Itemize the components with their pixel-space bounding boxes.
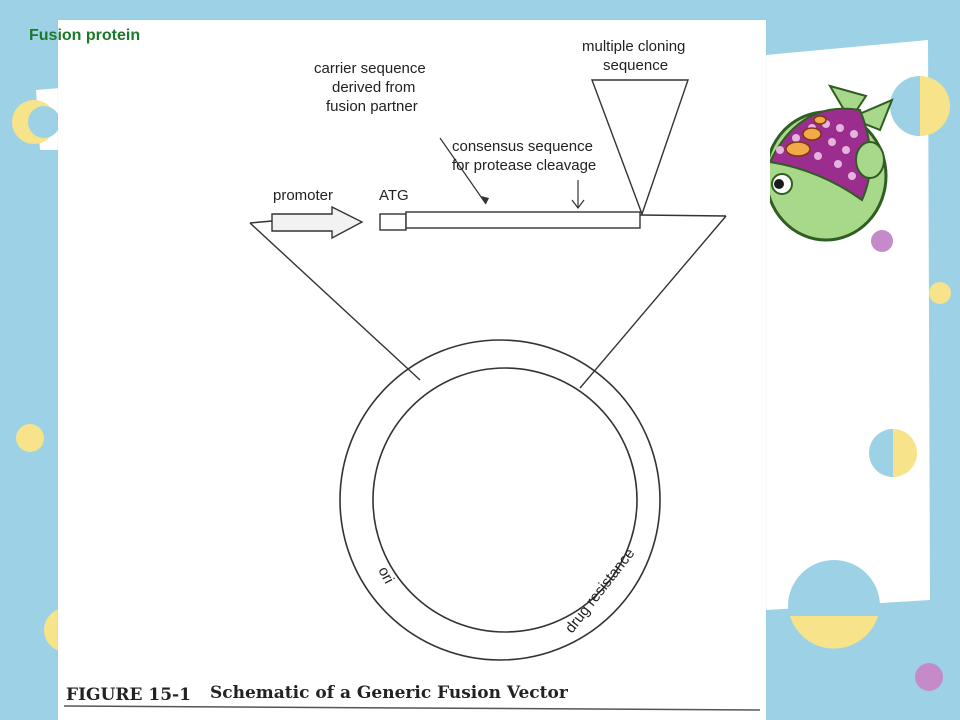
purple-dot-right-bottom — [915, 663, 943, 691]
label-multiple-cloning-line2: sequence — [603, 57, 668, 74]
funnel-top-left — [249, 220, 273, 224]
label-drug-resistance: drug resistance — [562, 545, 639, 636]
caption-figure-number: FIGURE 15-1 — [66, 685, 191, 705]
label-carrier-line2: derived from — [332, 79, 415, 96]
atg-segment — [379, 213, 407, 231]
carrier-sequence-bar — [405, 211, 641, 229]
funnel-top-right — [639, 214, 727, 217]
plasmid-inner-ring — [372, 367, 638, 633]
yellow-dot-right-small — [929, 282, 951, 304]
plasmid-outer-ring — [339, 339, 661, 661]
funnel-left-edge — [249, 222, 421, 381]
yellow-dot-left-mid — [16, 424, 44, 452]
caption-underline — [63, 705, 761, 711]
slide-title: Fusion protein — [29, 27, 141, 44]
fish-illustration — [764, 84, 894, 250]
label-consensus-line2: for protease cleavage — [452, 157, 596, 174]
multiple-cloning-triangle — [590, 79, 689, 217]
label-carrier-line1: carrier sequence — [314, 60, 426, 77]
label-carrier-line3: fusion partner — [326, 98, 418, 115]
promoter-arrow — [271, 205, 364, 240]
caption-text: Schematic of a Generic Fusion Vector — [210, 683, 569, 703]
label-atg: ATG — [379, 187, 409, 204]
label-promoter: promoter — [273, 187, 333, 204]
label-ori: ori — [374, 564, 397, 587]
label-multiple-cloning-line1: multiple cloning — [582, 38, 685, 55]
carrier-pointer-line — [439, 137, 487, 205]
label-consensus-line1: consensus sequence — [452, 138, 593, 155]
purple-dot-right — [871, 230, 893, 252]
funnel-right-edge — [579, 215, 727, 389]
